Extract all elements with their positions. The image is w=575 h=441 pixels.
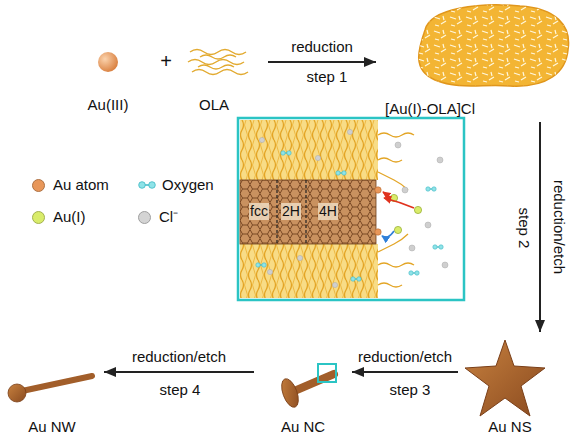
nanowire bbox=[8, 376, 92, 402]
legend-swatch bbox=[138, 211, 151, 224]
reaction-arrow bbox=[104, 371, 254, 373]
legend-entry: Au atom bbox=[32, 176, 109, 194]
legend-entry: Cl⁻ bbox=[138, 208, 178, 226]
legend-swatch bbox=[32, 211, 45, 224]
legend-text: Oxygen bbox=[162, 176, 214, 194]
step-label: step 4 bbox=[160, 381, 201, 399]
species-label: [Au(I)-OLA]Cl bbox=[385, 100, 475, 118]
arrow-label: reduction/etch bbox=[358, 348, 452, 366]
reaction-arrow bbox=[352, 371, 458, 373]
species-label: Au NW bbox=[28, 418, 76, 436]
nanocrystal bbox=[278, 364, 336, 409]
nanostar bbox=[465, 340, 545, 416]
reaction-arrow bbox=[268, 61, 376, 63]
au-iii-sphere bbox=[98, 52, 118, 72]
phase-label: fcc bbox=[249, 203, 269, 220]
legend-text: Au(I) bbox=[53, 208, 86, 226]
ola-chains bbox=[188, 50, 248, 75]
step-label: + bbox=[160, 50, 172, 73]
species-label: Au(III) bbox=[88, 96, 129, 114]
arrow-label: reduction bbox=[291, 38, 353, 56]
legend-swatch bbox=[32, 179, 45, 192]
species-node: Au(III) bbox=[70, 46, 146, 114]
species-node: OLA bbox=[178, 40, 250, 114]
species-label: OLA bbox=[199, 96, 229, 114]
legend-text: Au atom bbox=[53, 176, 109, 194]
species-node: Au NC bbox=[258, 345, 348, 436]
legend-entry: Au(I) bbox=[32, 208, 86, 226]
oxygen-symbol bbox=[138, 180, 156, 190]
legend-entry: Oxygen bbox=[138, 176, 214, 194]
species-node: [Au(I)-OLA]Cl bbox=[380, 4, 572, 118]
oxygen-atom bbox=[149, 182, 156, 189]
species-label: Au NC bbox=[281, 418, 325, 436]
phase-label: 2H bbox=[281, 203, 301, 220]
species-node: Au NS bbox=[462, 338, 558, 436]
species-node: Au NW bbox=[4, 345, 100, 436]
legend-text: Cl⁻ bbox=[159, 208, 178, 226]
oxygen-atom bbox=[139, 182, 146, 189]
arrow-label: reduction/etch bbox=[550, 180, 568, 274]
step-label: step 2 bbox=[515, 208, 533, 249]
inset-panel bbox=[238, 118, 464, 300]
complex-blob bbox=[419, 5, 569, 86]
reaction-arrow bbox=[539, 122, 541, 332]
step-label: step 1 bbox=[307, 68, 348, 86]
step-label: step 3 bbox=[390, 381, 431, 399]
species-label: Au NS bbox=[488, 418, 531, 436]
phase-label: 4H bbox=[318, 203, 338, 220]
arrow-label: reduction/etch bbox=[132, 348, 226, 366]
